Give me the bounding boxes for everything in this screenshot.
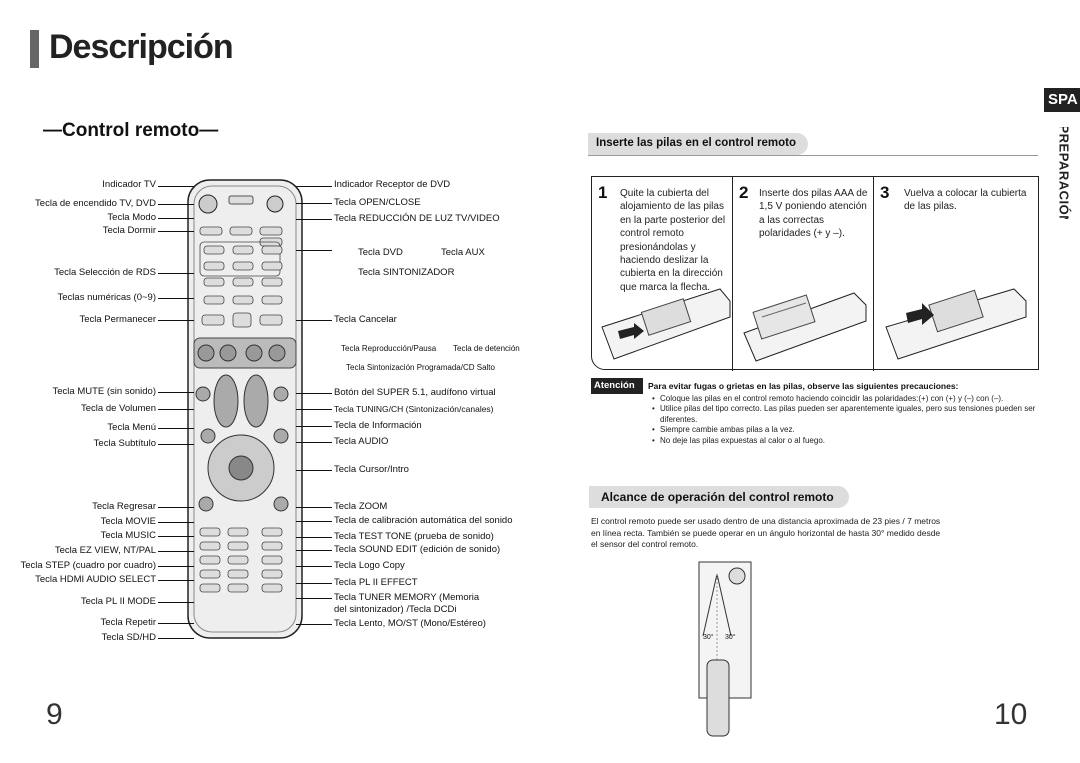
remote-back-illustration-1 — [601, 288, 731, 360]
attention-item: No deje las pilas expuestas al calor o a… — [652, 436, 1042, 447]
label-sound-edit: Tecla SOUND EDIT (edición de sonido) — [334, 544, 501, 555]
attention-title: Para evitar fugas o grietas en las pilas… — [648, 381, 959, 391]
label-dvd: Tecla DVD — [358, 247, 403, 258]
remote-back-illustration-3 — [885, 288, 1027, 360]
attention-tag: Atención — [591, 378, 643, 394]
angle-left: 30° — [703, 634, 714, 641]
label-lento: Tecla Lento, MO/ST (Mono/Estéreo) — [334, 618, 486, 629]
section-tab-label: PREPARACIÓN — [1056, 127, 1072, 219]
label-audio: Tecla AUDIO — [334, 436, 389, 447]
label-super51: Botón del SUPER 5.1, audífono virtual — [334, 387, 496, 398]
remote-back-illustration-2 — [743, 292, 867, 362]
label-regresar: Tecla Regresar — [92, 501, 156, 512]
step-text: Inserte dos pilas AAA de 1,5 V poniendo … — [759, 188, 868, 240]
label-movie: Tecla MOVIE — [100, 516, 156, 527]
label-ezview: Tecla EZ VIEW, NT/PAL — [54, 545, 156, 556]
section-tab: PREPARACIÓN — [1046, 127, 1080, 219]
label-hdmi: Tecla HDMI AUDIO SELECT — [35, 574, 156, 585]
label-cancelar: Tecla Cancelar — [334, 314, 397, 325]
step-number: 1 — [598, 183, 608, 202]
label-pl2-mode: Tecla PL II MODE — [80, 596, 156, 607]
step-number: 3 — [880, 183, 890, 202]
label-zoom: Tecla ZOOM — [334, 501, 388, 512]
page-number-left: 9 — [46, 698, 63, 731]
step-3: 3 Vuelva a colocar la cubierta de las pi… — [874, 177, 1040, 371]
title-accent-bar — [30, 30, 39, 68]
label-mute: Tecla MUTE (sin sonido) — [52, 386, 156, 397]
attention-list: Coloque las pilas en el control remoto h… — [652, 394, 1042, 446]
label-test-tone: Tecla TEST TONE (prueba de sonido) — [334, 531, 494, 542]
angle-right: 30° — [725, 634, 736, 641]
page-number-right: 10 — [994, 698, 1028, 731]
label-menu: Tecla Menú — [107, 422, 156, 433]
attention-item: Utilice pilas del tipo correcto. Las pil… — [652, 404, 1042, 425]
label-sintonizador: Tecla SINTONIZADOR — [358, 267, 455, 278]
label-dormir: Tecla Dormir — [102, 225, 156, 236]
step-text: Vuelva a colocar la cubierta de las pila… — [904, 188, 1027, 213]
label-dcdi: del sintonizador) /Tecla DCDi — [334, 604, 457, 615]
label-calibracion: Tecla de calibración automática del soni… — [334, 515, 513, 526]
label-aux: Tecla AUX — [441, 247, 485, 258]
step-1: 1 Quite la cubierta del alojamiento de l… — [592, 177, 732, 371]
label-informacion: Tecla de Información — [334, 420, 422, 431]
remote-subtitle: —Control remoto— — [43, 120, 219, 141]
label-play-pause: Tecla Reproducción/Pausa — [341, 344, 437, 353]
label-pl2-effect: Tecla PL II EFFECT — [334, 577, 418, 588]
label-volumen: Tecla de Volumen — [81, 403, 156, 414]
label-music: Tecla MUSIC — [100, 530, 156, 541]
label-skip: Tecla Sintonización Programada/CD Salto — [346, 363, 495, 372]
label-encendido: Tecla de encendido TV, DVD — [35, 198, 156, 209]
label-indicador-tv: Indicador TV — [102, 179, 156, 190]
label-subtitulo: Tecla Subtítulo — [93, 438, 156, 449]
range-description: El control remoto puede ser usado dentro… — [591, 516, 941, 549]
label-step: Tecla STEP (cuadro por cuadro) — [20, 560, 156, 571]
language-tab: SPA — [1044, 88, 1080, 112]
label-permanecer: Tecla Permanecer — [79, 314, 156, 325]
range-heading: Alcance de operación del control remoto — [589, 486, 849, 508]
step-text: Quite la cubierta del alojamiento de las… — [620, 188, 726, 293]
label-rds: Tecla Selección de RDS — [54, 267, 156, 278]
label-reduccion-luz: Tecla REDUCCIÓN DE LUZ TV/VIDEO — [334, 213, 500, 224]
batteries-heading: Inserte las pilas en el control remoto — [588, 133, 808, 155]
range-illustration — [698, 561, 752, 737]
step-number: 2 — [739, 183, 749, 202]
page-title: Descripción — [49, 28, 234, 66]
label-repetir: Tecla Repetir — [100, 617, 156, 628]
heading-divider — [588, 155, 1038, 156]
label-sdhd: Tecla SD/HD — [101, 632, 156, 643]
label-tuner-memory: Tecla TUNER MEMORY (Memoria — [334, 592, 480, 603]
step-2: 2 Inserte dos pilas AAA de 1,5 V poniend… — [733, 177, 873, 371]
battery-steps-box: 1 Quite la cubierta del alojamiento de l… — [591, 176, 1040, 371]
attention-item: Siempre cambie ambas pilas a la vez. — [652, 425, 1042, 436]
label-numericas: Teclas numéricas (0~9) — [57, 292, 156, 303]
label-receptor-dvd: Indicador Receptor de DVD — [334, 179, 451, 190]
label-modo: Tecla Modo — [107, 212, 156, 223]
label-tuning: Tecla TUNING/CH (Sintonización/canales) — [334, 404, 494, 414]
remote-control-illustration — [187, 179, 303, 639]
label-logo-copy: Tecla Logo Copy — [334, 560, 405, 571]
attention-item: Coloque las pilas en el control remoto h… — [652, 394, 1042, 405]
label-stop: Tecla de detención — [453, 344, 520, 353]
label-cursor: Tecla Cursor/Intro — [334, 464, 409, 475]
label-open-close: Tecla OPEN/CLOSE — [334, 197, 421, 208]
